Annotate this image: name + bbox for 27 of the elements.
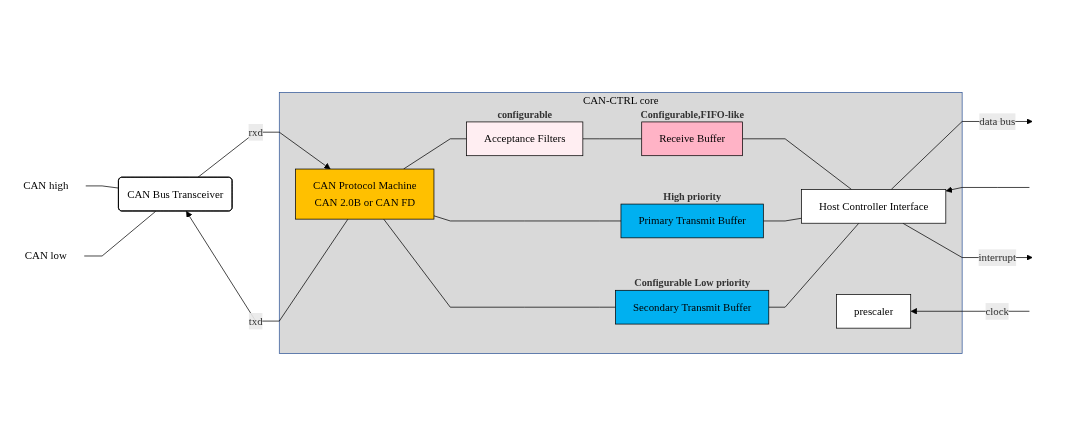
node-box: Host Controller Interface <box>801 189 947 224</box>
connector-line <box>742 138 852 190</box>
connector-line <box>582 138 643 140</box>
node-box: Primary Transmit Buffer <box>620 203 764 239</box>
node-box: prescaler <box>836 294 912 329</box>
connector-line <box>83 210 157 257</box>
connector-line <box>768 222 860 308</box>
edge-label: data bus <box>979 115 1016 128</box>
node-box: CAN Protocol Machine CAN 2.0B or CAN FD <box>295 168 435 220</box>
connector-line <box>433 215 622 222</box>
annotation-text: Configurable Low priority <box>634 276 750 288</box>
edge-label: txd <box>248 315 263 327</box>
connector-line <box>85 185 120 189</box>
edge-label: rxd <box>248 126 263 138</box>
annotation-text: configurable <box>497 108 553 120</box>
node-box: Receive Buffer <box>641 121 743 157</box>
node-box: Secondary Transmit Buffer <box>615 289 770 325</box>
connector-line <box>383 218 616 308</box>
annotation-text: Configurable,FIFO-like <box>640 108 744 120</box>
node-box: Acceptance Filters <box>466 121 584 157</box>
node-text: CAN high <box>23 179 69 192</box>
connector-line <box>762 217 802 222</box>
annotation-text: High priority <box>663 190 722 202</box>
edge-label: interrupt <box>978 251 1016 264</box>
edge-label: clock <box>985 305 1010 317</box>
connector-line <box>403 138 467 170</box>
node-text: CAN low <box>24 250 67 262</box>
